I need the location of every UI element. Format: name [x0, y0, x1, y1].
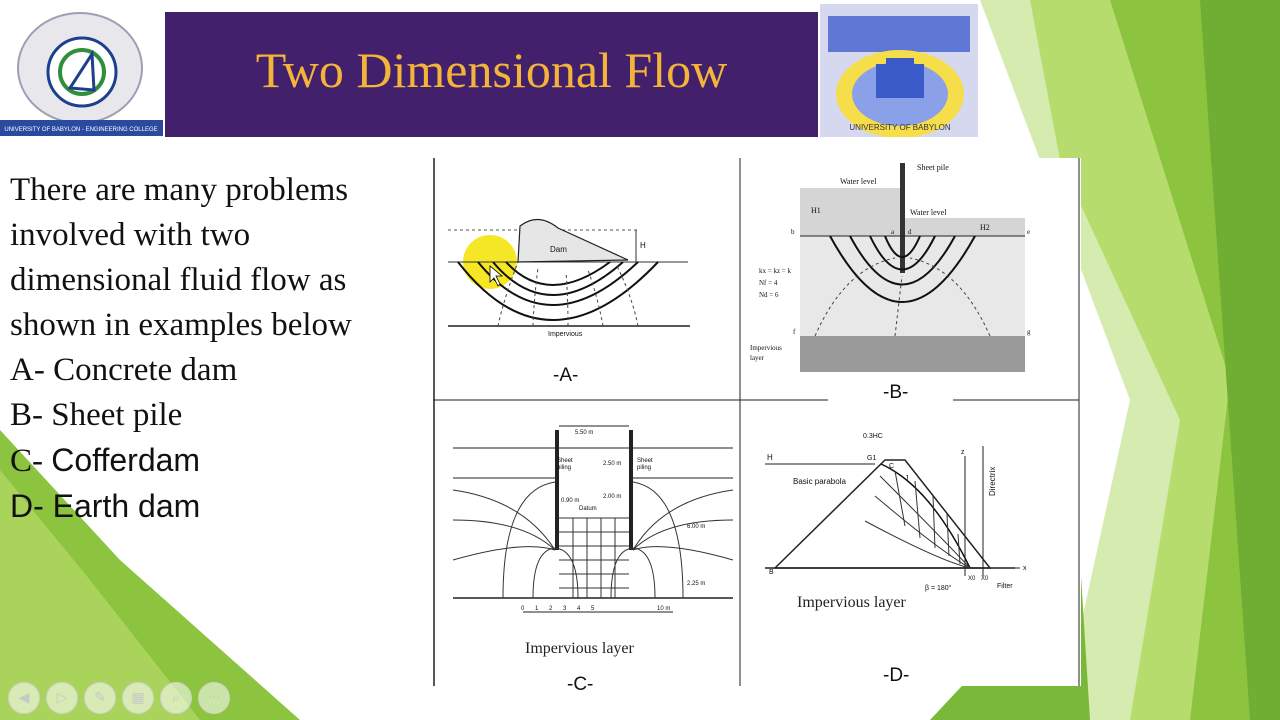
- svg-text:0.3HC: 0.3HC: [863, 433, 883, 440]
- svg-text:b: b: [791, 228, 795, 236]
- svg-text:Nf = 4: Nf = 4: [759, 279, 778, 287]
- svg-text:Directrix: Directrix: [988, 467, 997, 496]
- body-line-3: dimensional fluid flow as: [10, 262, 347, 298]
- svg-text:J: J: [905, 475, 909, 482]
- svg-text:e: e: [1027, 228, 1030, 236]
- svg-text:Impervious: Impervious: [548, 331, 583, 338]
- slideshow-toolbar: ◀ ▷ ✎ ▦ ⌕ ···: [8, 682, 230, 714]
- right-logo-caption: UNIVERSITY OF BABYLON: [849, 123, 950, 132]
- engineering-college-logo: UNIVERSITY OF BABYLON - ENGINEERING COLL…: [0, 10, 163, 138]
- left-logo-caption: UNIVERSITY OF BABYLON - ENGINEERING COLL…: [4, 127, 157, 133]
- svg-text:B: B: [769, 569, 774, 576]
- svg-text:Impervious: Impervious: [750, 344, 782, 352]
- university-logo: UNIVERSITY OF BABYLON: [820, 4, 978, 137]
- svg-text:kx = kz = k: kx = kz = k: [759, 267, 792, 275]
- svg-text:x: x: [1023, 565, 1027, 572]
- figure-grid: [433, 158, 1080, 686]
- svg-text:Nd = 6: Nd = 6: [759, 291, 779, 299]
- prev-icon[interactable]: ◀: [8, 682, 40, 714]
- svg-text:H: H: [767, 453, 773, 462]
- figure-b-sheet-pile: Sheet pile Water level Water level H1 H2…: [750, 163, 1031, 372]
- svg-text:a: a: [891, 228, 895, 236]
- svg-text:z: z: [961, 449, 965, 456]
- svg-text:Filter: Filter: [997, 583, 1013, 590]
- svg-text:β = 180°: β = 180°: [925, 584, 952, 592]
- item-c-prefix: C-: [10, 443, 43, 479]
- svg-text:layer: layer: [750, 354, 765, 362]
- svg-text:1: 1: [535, 606, 539, 612]
- svg-text:5.50 m: 5.50 m: [575, 430, 593, 436]
- mouse-cursor-icon: [489, 265, 504, 287]
- svg-text:X0: X0: [981, 576, 989, 582]
- svg-text:0: 0: [521, 606, 525, 612]
- svg-text:4: 4: [577, 606, 581, 612]
- figure-a-concrete-dam: Dam H Impervious: [448, 218, 690, 338]
- body-line-2: involved with two: [10, 217, 251, 253]
- svg-text:Sheet: Sheet: [557, 458, 573, 464]
- figure-b-label: -B-: [883, 382, 909, 403]
- title-bar: [165, 12, 818, 137]
- svg-text:g: g: [1027, 328, 1031, 336]
- svg-text:5: 5: [591, 606, 595, 612]
- svg-text:2.50 m: 2.50 m: [603, 461, 621, 467]
- figure-c-caption: Impervious layer: [525, 640, 634, 657]
- svg-text:Water level: Water level: [910, 208, 947, 217]
- svg-text:d: d: [908, 228, 912, 236]
- figure-d-label: -D-: [883, 665, 910, 686]
- svg-text:Sheet pile: Sheet pile: [917, 163, 949, 172]
- svg-text:H2: H2: [980, 223, 990, 232]
- body-line-1: There are many problems: [10, 172, 349, 208]
- svg-text:3: 3: [563, 606, 567, 612]
- svg-text:10 m: 10 m: [657, 606, 670, 612]
- flow-net-figures: Dam H Impervious -A- Sheet pile Water le…: [433, 158, 1081, 695]
- more-icon[interactable]: ···: [198, 682, 230, 714]
- figure-a-label: -A-: [553, 365, 579, 386]
- svg-text:6.00 m: 6.00 m: [687, 524, 705, 530]
- figure-d-earth-dam: H 0.3HC G1 C J z B x Basic parabola Dire…: [765, 433, 1027, 592]
- svg-text:2.25 m: 2.25 m: [687, 581, 705, 587]
- item-c: C- Cofferdam: [10, 438, 420, 484]
- pen-icon[interactable]: ✎: [84, 682, 116, 714]
- item-b: B- Sheet pile: [10, 397, 183, 433]
- slide-title: Two Dimensional Flow: [255, 42, 728, 98]
- figure-d-caption: Impervious layer: [797, 594, 906, 611]
- item-a: A- Concrete dam: [10, 352, 238, 388]
- svg-text:G1: G1: [867, 455, 876, 462]
- svg-text:H: H: [640, 241, 646, 250]
- zoom-icon[interactable]: ⌕: [160, 682, 192, 714]
- svg-text:0.90 m: 0.90 m: [561, 498, 579, 504]
- body-line-4: shown in examples below: [10, 307, 352, 343]
- figure-c-label: -C-: [567, 674, 594, 695]
- svg-text:2: 2: [549, 606, 553, 612]
- svg-text:f: f: [793, 328, 796, 336]
- svg-text:piling: piling: [557, 465, 571, 471]
- svg-text:C: C: [889, 463, 894, 470]
- svg-text:Dam: Dam: [550, 245, 567, 254]
- svg-text:Datum: Datum: [579, 506, 597, 512]
- svg-text:Basic parabola: Basic parabola: [793, 477, 846, 486]
- svg-text:H1: H1: [811, 206, 821, 215]
- svg-text:X0: X0: [968, 576, 976, 582]
- next-icon[interactable]: ▷: [46, 682, 78, 714]
- svg-text:2.00 m: 2.00 m: [603, 494, 621, 500]
- slide-body: There are many problems involved with tw…: [10, 168, 420, 529]
- svg-text:Water level: Water level: [840, 177, 877, 186]
- svg-text:piling: piling: [637, 465, 651, 471]
- slides-icon[interactable]: ▦: [122, 682, 154, 714]
- item-d: D- Earth dam: [10, 488, 201, 524]
- figure-c-cofferdam: 5.50 m Sheet piling Sheet piling 2.50 m …: [452, 425, 734, 613]
- item-c-text: Cofferdam: [51, 442, 201, 478]
- svg-text:Sheet: Sheet: [637, 458, 653, 464]
